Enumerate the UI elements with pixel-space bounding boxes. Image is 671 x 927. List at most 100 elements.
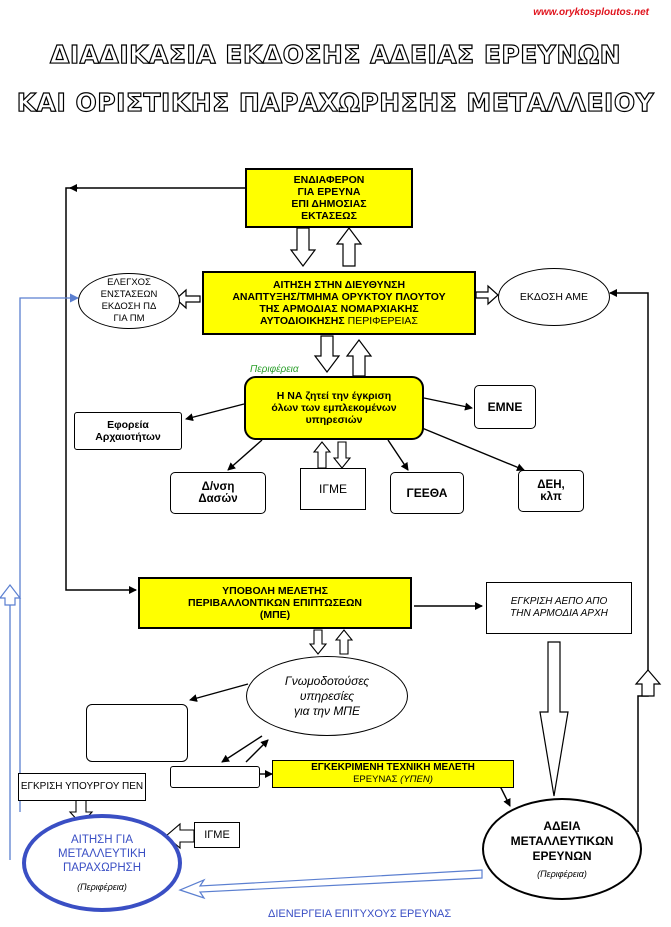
mpe-line-3: (ΜΠΕ) xyxy=(259,609,291,621)
igme-label: ΙΓΜΕ xyxy=(319,482,347,496)
loop-arrow-left xyxy=(65,187,245,594)
permit-line-1: ΑΔΕΙΑ xyxy=(543,818,581,833)
check-line-1: ΕΛΕΓΧΟΣ ΕΝΣΤΑΣΕΩΝ xyxy=(100,277,158,300)
node-blank-2 xyxy=(170,766,260,788)
hollow-arrow-success xyxy=(178,869,483,900)
concession-line-1: ΑΙΤΗΣΗ ΓΙΑ xyxy=(70,834,133,846)
arrow-advisory-box2 xyxy=(221,735,263,763)
permit-line-2: ΜΕΤΑΛΛΕΥΤΙΚΩΝ xyxy=(510,833,614,848)
arrow-to-forests xyxy=(227,439,263,471)
node-ephoria: Εφορεία Αρχαιοτήτων xyxy=(74,412,182,450)
node-mpe: ΥΠΟΒΟΛΗ ΜΕΛΕΤΗΣ ΠΕΡΙΒΑΛΛΟΝΤΙΚΩΝ ΕΠΙΠΤΩΣΕ… xyxy=(138,577,412,629)
arrow-tech-permit xyxy=(499,785,511,807)
hollow-arrow-right-ame xyxy=(475,284,499,306)
node-tech-study: ΕΓΚΕΚΡΙΜΕΝΗ ΤΕΧΝΙΚΗ ΜΕΛΕΤΗ ΕΡΕΥΝΑΣ (ΥΠΕΝ… xyxy=(272,760,514,788)
site-url[interactable]: www.oryktosploutos.net xyxy=(533,7,649,18)
emne-label: ΕΜΝΕ xyxy=(487,400,523,414)
application-line-2: ΑΝΑΠΤΥΞΗΣ/ΤΜΗΜΑ ΟΡΥΚΤΟΥ ΠΛΟΥΤΟΥ xyxy=(232,291,446,303)
application-line-4: ΑΥΤΟΔΙΟΙΚΗΣΗΣ ΠΕΡΙΦΕΡΕΙΑΣ xyxy=(260,315,418,327)
geetha-label: ΓΕΕΘΑ xyxy=(406,486,448,500)
approval-line-3: υπηρεσιών xyxy=(305,414,363,426)
concession-line-3: ΠΑΡΑΧΩΡΗΣΗ xyxy=(62,862,142,874)
hollow-arrow-down-2 xyxy=(313,335,341,373)
tech-study-note: (ΥΠΕΝ) xyxy=(400,774,433,785)
approval-line-2: όλων των εμπλεκομένων xyxy=(271,402,397,414)
concession-note: (Περιφέρεια) xyxy=(77,882,127,892)
application-line-4-plain: ΠΕΡΙΦΕΡΕΙΑΣ xyxy=(344,315,418,327)
node-forests: Δ/νση Δασών xyxy=(170,472,266,514)
hollow-arrow-up-igme xyxy=(312,441,332,469)
node-check-objections: ΕΛΕΓΧΟΣ ΕΝΣΤΑΣΕΩΝ ΕΚΔΟΣΗ ΠΔ ΓΙΑ ΠΜ xyxy=(78,273,180,329)
arrow-to-deh xyxy=(421,427,525,472)
forests-line-2: Δασών xyxy=(198,493,238,505)
igme-2-label: ΙΓΜΕ xyxy=(204,829,230,841)
permit-line-3: ΕΡΕΥΝΩΝ xyxy=(532,848,592,863)
ephoria-line-2: Αρχαιοτήτων xyxy=(95,431,161,443)
page-title-line-2: ΚΑΙ ΟΡΙΣΤΙΚΗΣ ΠΑΡΑΧΩΡΗΣΗΣ ΜΕΤΑΛΛΕΙΟΥ xyxy=(16,87,655,117)
hollow-arrow-up-2 xyxy=(345,339,373,377)
hollow-arrow-up-mpe xyxy=(334,629,354,655)
node-concession: ΑΙΤΗΣΗ ΓΙΑ ΜΕΤΑΛΛΕΥΤΙΚΗ ΠΑΡΑΧΩΡΗΣΗ (Περι… xyxy=(22,814,182,912)
hollow-arrow-up-right xyxy=(634,669,662,697)
forests-line-1: Δ/νση xyxy=(201,481,235,493)
arrow-advisory-box xyxy=(189,683,249,702)
application-line-3: ΤΗΣ ΑΡΜΟΔΙΑΣ ΝΟΜΑΡΧΙΑΚΗΣ xyxy=(259,303,419,315)
interest-line-1: ΕΝΔΙΑΦΕΡΟΝ xyxy=(293,174,365,186)
hollow-arrow-down-igme xyxy=(332,441,352,469)
mpe-line-1: ΥΠΟΒΟΛΗ ΜΕΛΕΤΗΣ xyxy=(222,585,328,597)
hollow-arrow-down-mpe xyxy=(308,629,328,655)
advisory-line-2: υπηρεσίες xyxy=(299,688,355,703)
node-aepo: ΕΓΚΡΙΣΗ ΑΕΠΟ ΑΠΟ ΤΗΝ ΑΡΜΟΔΙΑ ΑΡΧΗ xyxy=(486,582,632,634)
ephoria-line-1: Εφορεία xyxy=(107,419,149,431)
deh-line-2: κλπ xyxy=(540,491,562,503)
interest-line-3: ΕΠΙ ΔΗΜΟΣΙΑΣ xyxy=(291,198,367,210)
mpe-line-2: ΠΕΡΙΒΑΛΛΟΝΤΙΚΩΝ ΕΠΙΠΤΩΣΕΩΝ xyxy=(187,597,362,609)
node-igme-2: ΙΓΜΕ xyxy=(194,822,240,848)
advisory-line-1: Γνωμοδοτούσες xyxy=(284,673,370,688)
node-geetha: ΓΕΕΘΑ xyxy=(390,472,464,514)
success-label: ΔΙΕΝΕΡΓΕΙΑ ΕΠΙΤΥΧΟΥΣ ΕΡΕΥΝΑΣ xyxy=(268,908,452,920)
minister-label: ΕΓΚΡΙΣΗ ΥΠΟΥΡΓΟΥ ΠΕΝ xyxy=(20,781,144,792)
node-deh: ΔΕΗ, κλπ xyxy=(518,470,584,512)
node-research-permit: ΑΔΕΙΑ ΜΕΤΑΛΛΕΥΤΙΚΩΝ ΕΡΕΥΝΩΝ (Περιφέρεια) xyxy=(482,798,642,900)
check-line-2: ΕΚΔΟΣΗ ΠΔ xyxy=(101,301,157,312)
advisory-line-3: για την ΜΠΕ xyxy=(293,703,361,718)
arrow-to-emne xyxy=(423,397,473,411)
permit-note: (Περιφέρεια) xyxy=(537,868,587,879)
tech-study-title: ΕΓΚΕΚΡΙΜΕΝΗ ΤΕΧΝΙΚΗ ΜΕΛΕΤΗ xyxy=(311,762,475,773)
aepo-line-2: ΤΗΝ ΑΡΜΟΔΙΑ ΑΡΧΗ xyxy=(510,608,608,619)
arrow-to-geetha xyxy=(387,439,409,471)
node-interest: ΕΝΔΙΑΦΕΡΟΝ ΓΙΑ ΕΡΕΥΝΑ ΕΠΙ ΔΗΜΟΣΙΑΣ ΕΚΤΑΣ… xyxy=(245,168,413,228)
interest-line-2: ΓΙΑ ΕΡΕΥΝΑ xyxy=(297,186,361,198)
interest-line-4: ΕΚΤΑΣΕΩΣ xyxy=(301,210,357,222)
node-approval-request: Η ΝΑ ζητεί την έγκριση όλων των εμπλεκομ… xyxy=(244,376,424,440)
node-emne: ΕΜΝΕ xyxy=(474,385,536,429)
node-advisory: Γνωμοδοτούσες υπηρεσίες για την ΜΠΕ xyxy=(246,656,408,736)
node-application: ΑΙΤΗΣΗ ΣΤΗΝ ΔΙΕΥΘΥΝΣΗ ΑΝΑΠΤΥΞΗΣ/ΤΜΗΜΑ ΟΡ… xyxy=(202,271,476,335)
approval-line-1: Η ΝΑ ζητεί την έγκριση xyxy=(276,390,392,402)
deh-line-1: ΔΕΗ, xyxy=(537,479,565,491)
node-ame: ΕΚΔΟΣΗ ΑΜΕ xyxy=(498,268,610,326)
arrow-to-ephoria xyxy=(185,403,245,422)
hollow-arrow-left-check xyxy=(175,288,201,310)
hollow-arrow-down-aepo xyxy=(539,641,569,797)
ame-label: ΕΚΔΟΣΗ ΑΜΕ xyxy=(519,291,589,303)
node-minister-approval: ΕΓΚΡΙΣΗ ΥΠΟΥΡΓΟΥ ΠΕΝ xyxy=(18,773,146,801)
application-line-4-bold: ΑΥΤΟΔΙΟΙΚΗΣΗΣ xyxy=(260,315,345,327)
check-line-3: ΓΙΑ ΠΜ xyxy=(113,313,145,324)
right-return-line xyxy=(609,289,649,672)
arrow-box2-advisory xyxy=(245,739,269,763)
tech-study-sub: ΕΡΕΥΝΑΣ (ΥΠΕΝ) xyxy=(353,774,433,786)
node-blank-1 xyxy=(86,704,188,762)
aepo-line-1: ΕΓΚΡΙΣΗ ΑΕΠΟ ΑΠΟ xyxy=(510,596,608,607)
application-line-1: ΑΙΤΗΣΗ ΣΤΗΝ ΔΙΕΥΘΥΝΣΗ xyxy=(272,279,406,291)
concession-line-2: ΜΕΤΑΛΛΕΥΤΙΚΗ xyxy=(58,848,146,860)
hollow-arrow-down-1 xyxy=(289,227,317,267)
page-title-line-1: ΔΙΑΔΙΚΑΣΙΑ ΕΚΔΟΣΗΣ ΑΔΕΙΑΣ ΕΡΕΥΝΩΝ xyxy=(49,39,622,69)
hollow-arrow-up-left xyxy=(0,584,22,606)
blue-feedback-line xyxy=(19,293,79,812)
node-igme: ΙΓΜΕ xyxy=(300,468,366,510)
hollow-arrow-up-1 xyxy=(335,227,363,267)
tech-study-sub-text: ΕΡΕΥΝΑΣ xyxy=(353,774,398,785)
